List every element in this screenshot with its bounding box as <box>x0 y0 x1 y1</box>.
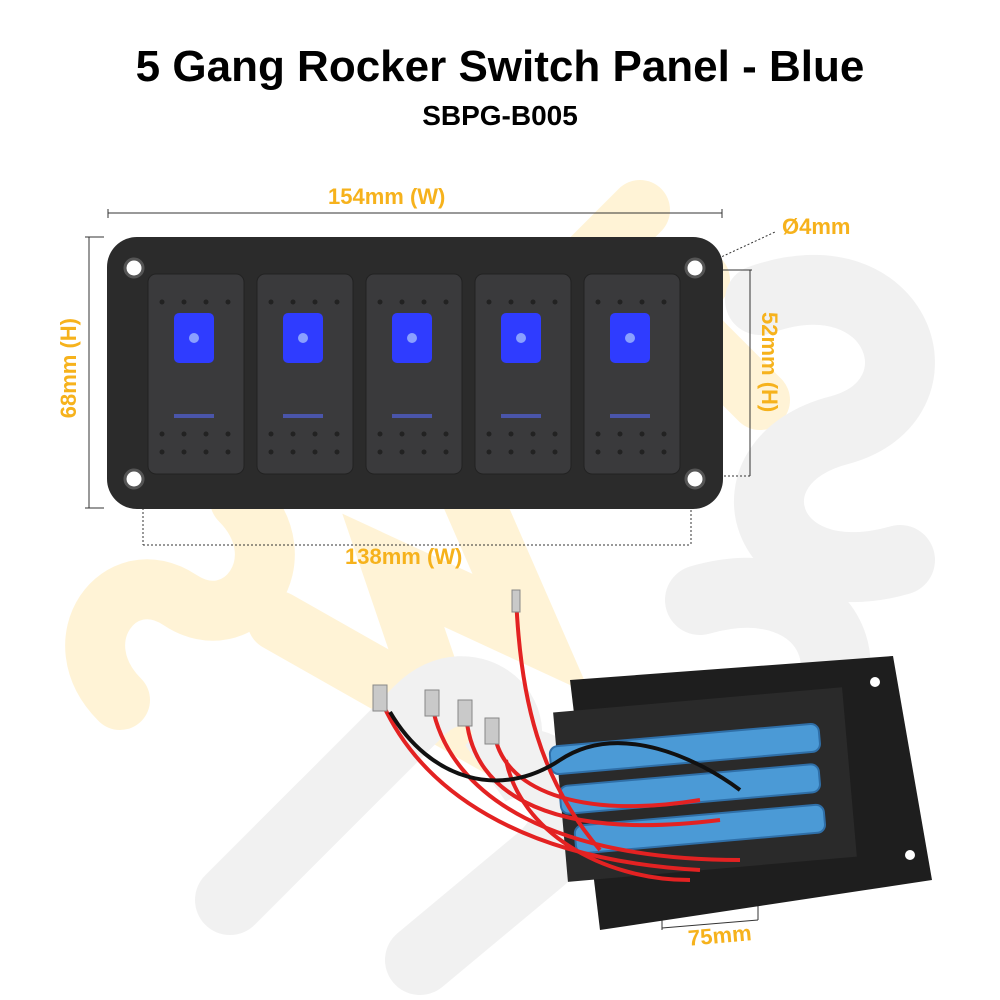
rocker-switches <box>147 273 681 475</box>
width-outer-label: 154mm (W) <box>328 184 446 209</box>
rocker-switch[interactable] <box>583 273 681 475</box>
depth-label: 75mm <box>686 920 753 951</box>
mounting-holes <box>123 257 706 490</box>
rocker-switch[interactable] <box>256 273 354 475</box>
rocker-switch[interactable] <box>474 273 572 475</box>
rocker-switch[interactable] <box>147 273 245 475</box>
hole-diameter-label: Ø4mm <box>782 214 851 239</box>
height-holes-label: 52mm (H) <box>757 312 782 413</box>
page-title: 5 Gang Rocker Switch Panel - Blue <box>135 42 865 91</box>
dimension-lines <box>85 209 776 930</box>
back-view <box>372 589 932 930</box>
rocker-switch[interactable] <box>365 273 463 475</box>
height-outer-label: 68mm (H) <box>56 318 81 419</box>
model-number: SBPG-B005 <box>422 100 578 131</box>
width-holes-label: 138mm (W) <box>345 544 463 569</box>
